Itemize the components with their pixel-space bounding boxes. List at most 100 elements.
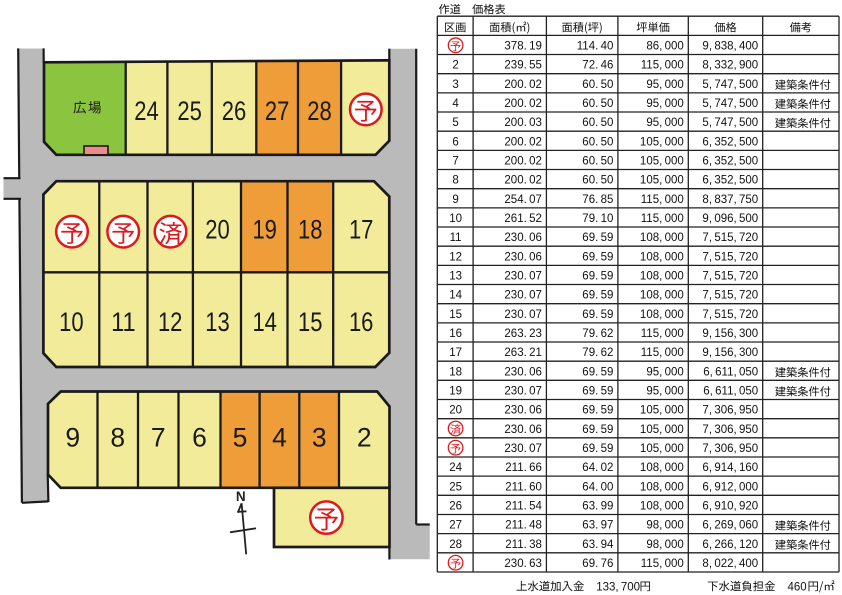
svg-text:24: 24 (449, 462, 462, 474)
svg-text:20: 20 (205, 215, 230, 245)
svg-text:230. 07: 230. 07 (504, 290, 541, 302)
svg-text:200. 02: 200. 02 (504, 79, 541, 91)
svg-text:230. 06: 230. 06 (504, 232, 541, 244)
svg-text:95, 000: 95, 000 (646, 98, 683, 110)
svg-text:3: 3 (452, 79, 458, 91)
svg-text:7: 7 (452, 156, 458, 168)
svg-text:27: 27 (449, 520, 462, 532)
svg-text:6, 352, 500: 6, 352, 500 (702, 175, 758, 187)
svg-text:98, 000: 98, 000 (646, 539, 683, 551)
svg-text:19: 19 (449, 386, 462, 398)
svg-text:230. 06: 230. 06 (504, 366, 541, 378)
svg-text:261. 52: 261. 52 (504, 213, 541, 225)
svg-text:6, 912, 000: 6, 912, 000 (702, 481, 758, 493)
svg-text:211. 48: 211. 48 (505, 520, 542, 532)
svg-text:230. 07: 230. 07 (504, 386, 541, 398)
svg-text:8, 022, 400: 8, 022, 400 (702, 558, 758, 570)
svg-text:6: 6 (452, 136, 458, 148)
svg-text:7, 306, 950: 7, 306, 950 (702, 443, 758, 455)
svg-text:19: 19 (252, 215, 277, 245)
svg-text:6, 910, 920: 6, 910, 920 (702, 501, 758, 513)
svg-text:98, 000: 98, 000 (646, 520, 683, 532)
svg-text:69. 59: 69. 59 (582, 309, 613, 321)
svg-text:95, 000: 95, 000 (646, 79, 683, 91)
svg-text:76. 85: 76. 85 (582, 194, 613, 206)
svg-text:24: 24 (134, 96, 159, 126)
svg-text:11: 11 (450, 232, 462, 244)
svg-text:17: 17 (449, 347, 462, 359)
svg-text:69. 59: 69. 59 (582, 271, 613, 283)
svg-text:63. 97: 63. 97 (582, 520, 613, 532)
svg-text:230. 07: 230. 07 (504, 443, 541, 455)
svg-text:25: 25 (177, 96, 202, 126)
svg-text:7, 515, 720: 7, 515, 720 (702, 251, 758, 263)
svg-text:115, 000: 115, 000 (641, 347, 684, 359)
svg-text:6, 914, 160: 6, 914, 160 (702, 462, 758, 474)
svg-text:105, 000: 105, 000 (640, 405, 684, 417)
svg-text:230. 06: 230. 06 (504, 405, 541, 417)
svg-text:18: 18 (449, 366, 462, 378)
svg-text:9, 096, 500: 9, 096, 500 (702, 213, 758, 225)
svg-text:114. 40: 114. 40 (577, 41, 614, 53)
svg-text:230. 07: 230. 07 (504, 271, 541, 283)
svg-text:14: 14 (449, 290, 462, 302)
svg-text:13: 13 (205, 307, 230, 337)
svg-text:12: 12 (449, 251, 462, 263)
svg-text:9, 156, 300: 9, 156, 300 (702, 328, 758, 340)
svg-text:115, 000: 115, 000 (641, 328, 684, 340)
svg-text:211. 66: 211. 66 (505, 462, 542, 474)
svg-text:200. 02: 200. 02 (504, 175, 541, 187)
svg-text:64. 00: 64. 00 (582, 481, 613, 493)
svg-text:7, 515, 720: 7, 515, 720 (702, 309, 758, 321)
svg-text:69. 59: 69. 59 (582, 424, 613, 436)
svg-text:105, 000: 105, 000 (640, 443, 684, 455)
svg-text:17: 17 (349, 215, 374, 245)
svg-text:200. 02: 200. 02 (504, 98, 541, 110)
svg-text:69. 59: 69. 59 (582, 386, 613, 398)
svg-text:79. 62: 79. 62 (582, 347, 613, 359)
svg-text:5, 747, 500: 5, 747, 500 (702, 98, 758, 110)
svg-text:108, 000: 108, 000 (640, 290, 684, 302)
svg-text:115, 000: 115, 000 (641, 213, 684, 225)
svg-text:108, 000: 108, 000 (640, 232, 684, 244)
svg-text:108, 000: 108, 000 (640, 309, 684, 321)
svg-text:60. 50: 60. 50 (582, 117, 613, 129)
svg-text:69. 76: 69. 76 (582, 558, 613, 570)
svg-text:69. 59: 69. 59 (582, 251, 613, 263)
svg-text:8, 837, 750: 8, 837, 750 (702, 194, 758, 206)
svg-text:239. 55: 239. 55 (504, 60, 541, 72)
svg-text:211. 38: 211. 38 (505, 539, 542, 551)
svg-text:211. 60: 211. 60 (505, 481, 542, 493)
svg-text:108, 000: 108, 000 (640, 481, 684, 493)
svg-text:115, 000: 115, 000 (641, 558, 684, 570)
svg-text:26: 26 (449, 501, 462, 513)
svg-text:6, 269, 060: 6, 269, 060 (702, 520, 758, 532)
svg-text:7, 515, 720: 7, 515, 720 (702, 232, 758, 244)
svg-text:69. 59: 69. 59 (582, 405, 613, 417)
svg-text:6, 352, 500: 6, 352, 500 (702, 136, 758, 148)
svg-text:108, 000: 108, 000 (640, 251, 684, 263)
svg-text:8: 8 (110, 422, 125, 452)
svg-text:11: 11 (111, 307, 136, 337)
svg-text:60. 50: 60. 50 (582, 175, 613, 187)
svg-text:254. 07: 254. 07 (504, 194, 541, 206)
svg-text:108, 000: 108, 000 (640, 501, 684, 513)
svg-text:263. 23: 263. 23 (504, 328, 541, 340)
svg-text:108, 000: 108, 000 (640, 271, 684, 283)
svg-text:5, 747, 500: 5, 747, 500 (702, 79, 758, 91)
svg-text:28: 28 (307, 96, 332, 126)
svg-text:200. 03: 200. 03 (504, 117, 541, 129)
svg-text:230. 06: 230. 06 (504, 424, 541, 436)
svg-text:69. 59: 69. 59 (582, 443, 613, 455)
svg-text:2: 2 (452, 60, 458, 72)
svg-text:7, 515, 720: 7, 515, 720 (702, 290, 758, 302)
svg-text:28: 28 (449, 539, 462, 551)
svg-text:3: 3 (312, 422, 327, 452)
svg-text:25: 25 (449, 481, 462, 493)
svg-text:105, 000: 105, 000 (640, 136, 684, 148)
svg-text:7, 306, 950: 7, 306, 950 (702, 405, 758, 417)
svg-text:6, 611, 050: 6, 611, 050 (703, 386, 758, 398)
svg-text:105, 000: 105, 000 (640, 424, 684, 436)
svg-text:200. 02: 200. 02 (504, 136, 541, 148)
svg-text:230. 06: 230. 06 (504, 251, 541, 263)
